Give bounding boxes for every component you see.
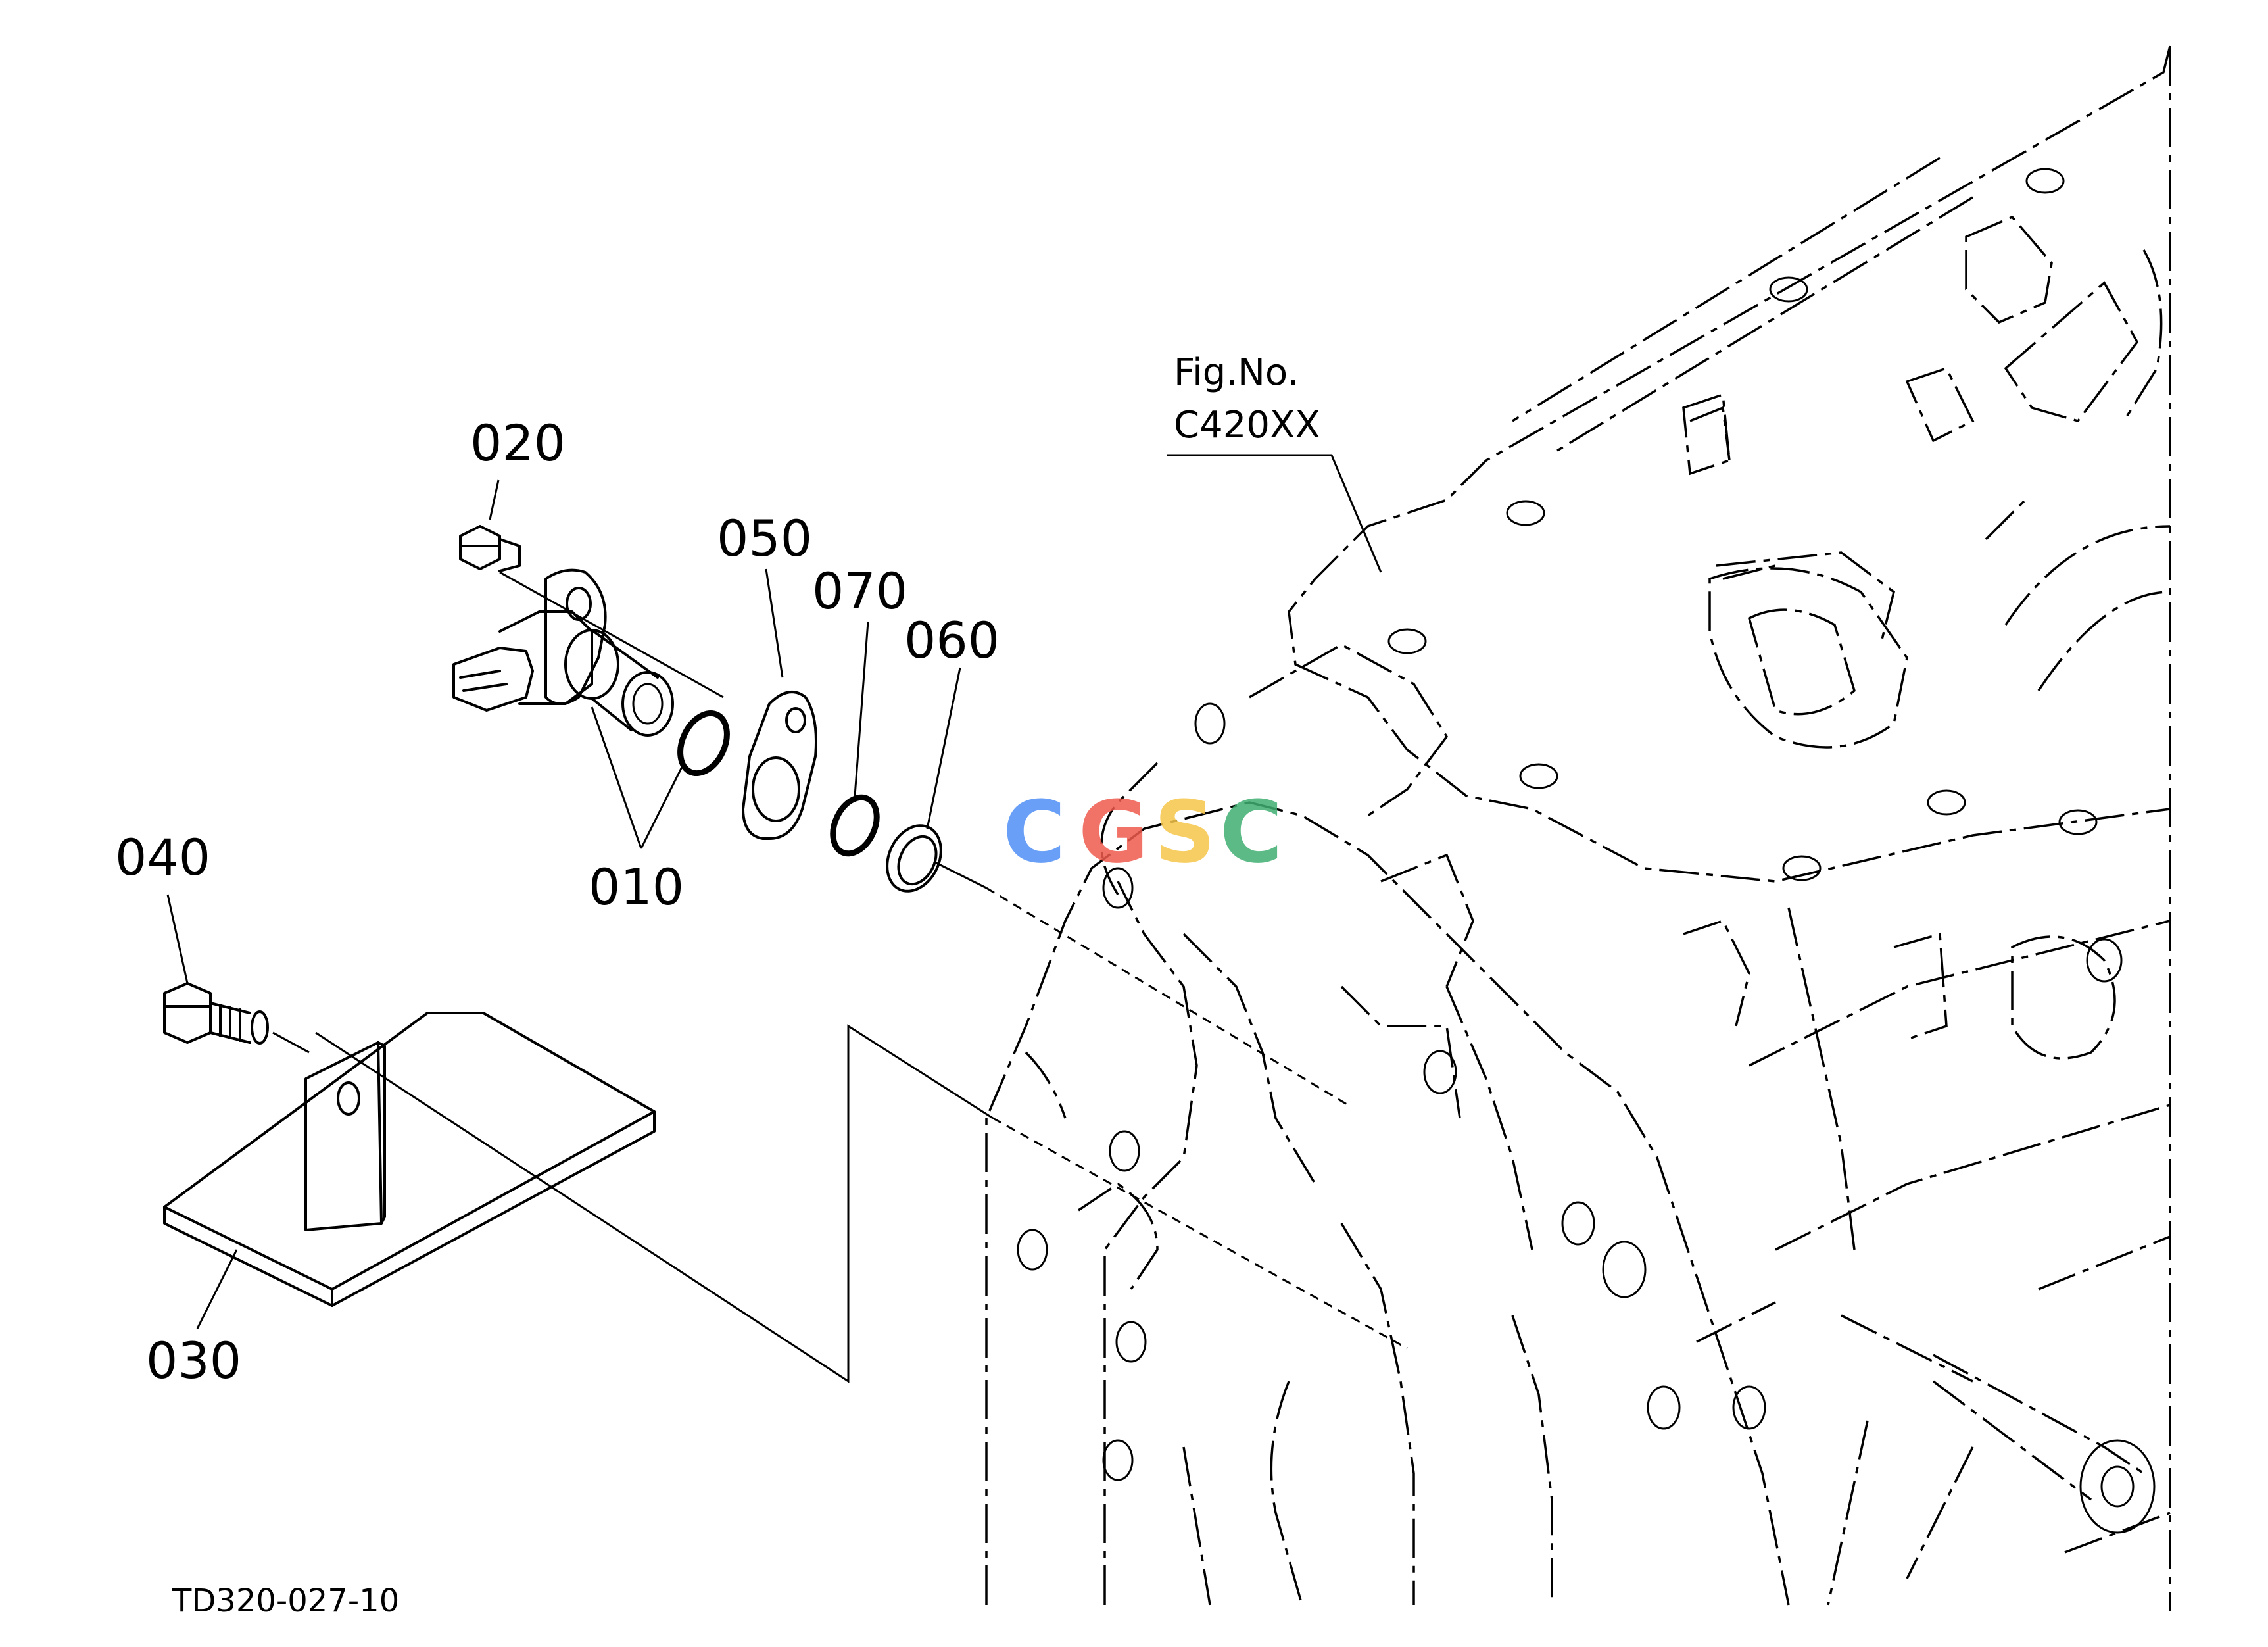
part-020-bolt <box>459 525 521 572</box>
watermark-letter-s: S <box>1154 782 1216 882</box>
callout-050: 050 <box>717 509 812 568</box>
drawing-number: TD320-027-10 <box>172 1583 399 1619</box>
part-010-sensor <box>452 568 674 737</box>
callout-labels: 020 050 070 060 010 040 030 <box>115 414 1000 1390</box>
part-050-gasket <box>742 691 817 840</box>
figure-reference: Fig.No. C420XX <box>1167 351 1382 573</box>
figure-ref-line1: Fig.No. <box>1174 351 1299 394</box>
part-060-seal <box>886 824 942 893</box>
watermark-letter-c: C <box>1003 782 1065 882</box>
callout-060: 060 <box>904 611 1000 670</box>
part-010-o-ring <box>677 710 730 777</box>
figure-ref-line2: C420XX <box>1174 404 1320 447</box>
watermark-logo: C G S C <box>1003 782 1282 882</box>
callout-leaders <box>166 479 961 1329</box>
watermark-letter-g: G <box>1078 782 1149 882</box>
callout-070: 070 <box>812 562 907 620</box>
part-040-bolt <box>163 982 269 1045</box>
callout-040: 040 <box>115 828 210 887</box>
part-070-o-ring <box>830 794 880 857</box>
engine-housing-outline <box>985 45 2171 1611</box>
callout-020: 020 <box>470 414 566 472</box>
watermark-letter-c2: C <box>1220 782 1282 882</box>
figure-ref-leader <box>1167 454 1382 573</box>
part-030-bracket <box>163 1012 656 1307</box>
assembly-centerlines <box>272 571 1408 1383</box>
callout-030: 030 <box>146 1331 241 1390</box>
callout-010: 010 <box>589 858 684 916</box>
